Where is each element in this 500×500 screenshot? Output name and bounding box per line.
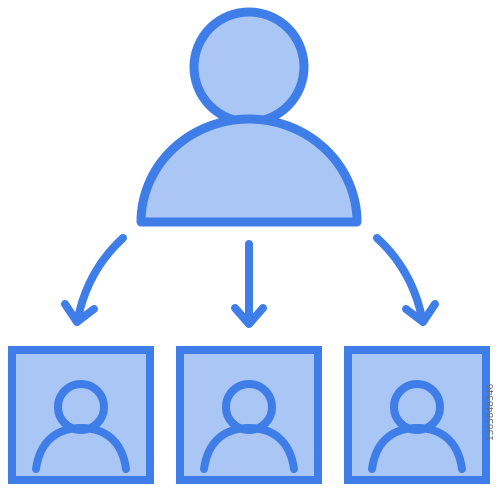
manager-person-icon	[136, 7, 362, 227]
manager-body	[136, 114, 362, 227]
team-member-card-1	[8, 346, 154, 484]
arrow-right-icon	[373, 234, 439, 326]
user-icon	[32, 380, 130, 473]
arrow-center-icon	[231, 240, 267, 328]
team-member-card-3	[344, 346, 490, 484]
delegation-arrows	[61, 234, 439, 328]
stock-id-label: 1383848346	[486, 383, 496, 441]
manager-head	[189, 7, 309, 127]
arrow-left-icon	[61, 234, 127, 326]
user-icon	[368, 380, 466, 473]
team-member-card-2	[176, 346, 322, 484]
user-icon	[200, 380, 298, 473]
